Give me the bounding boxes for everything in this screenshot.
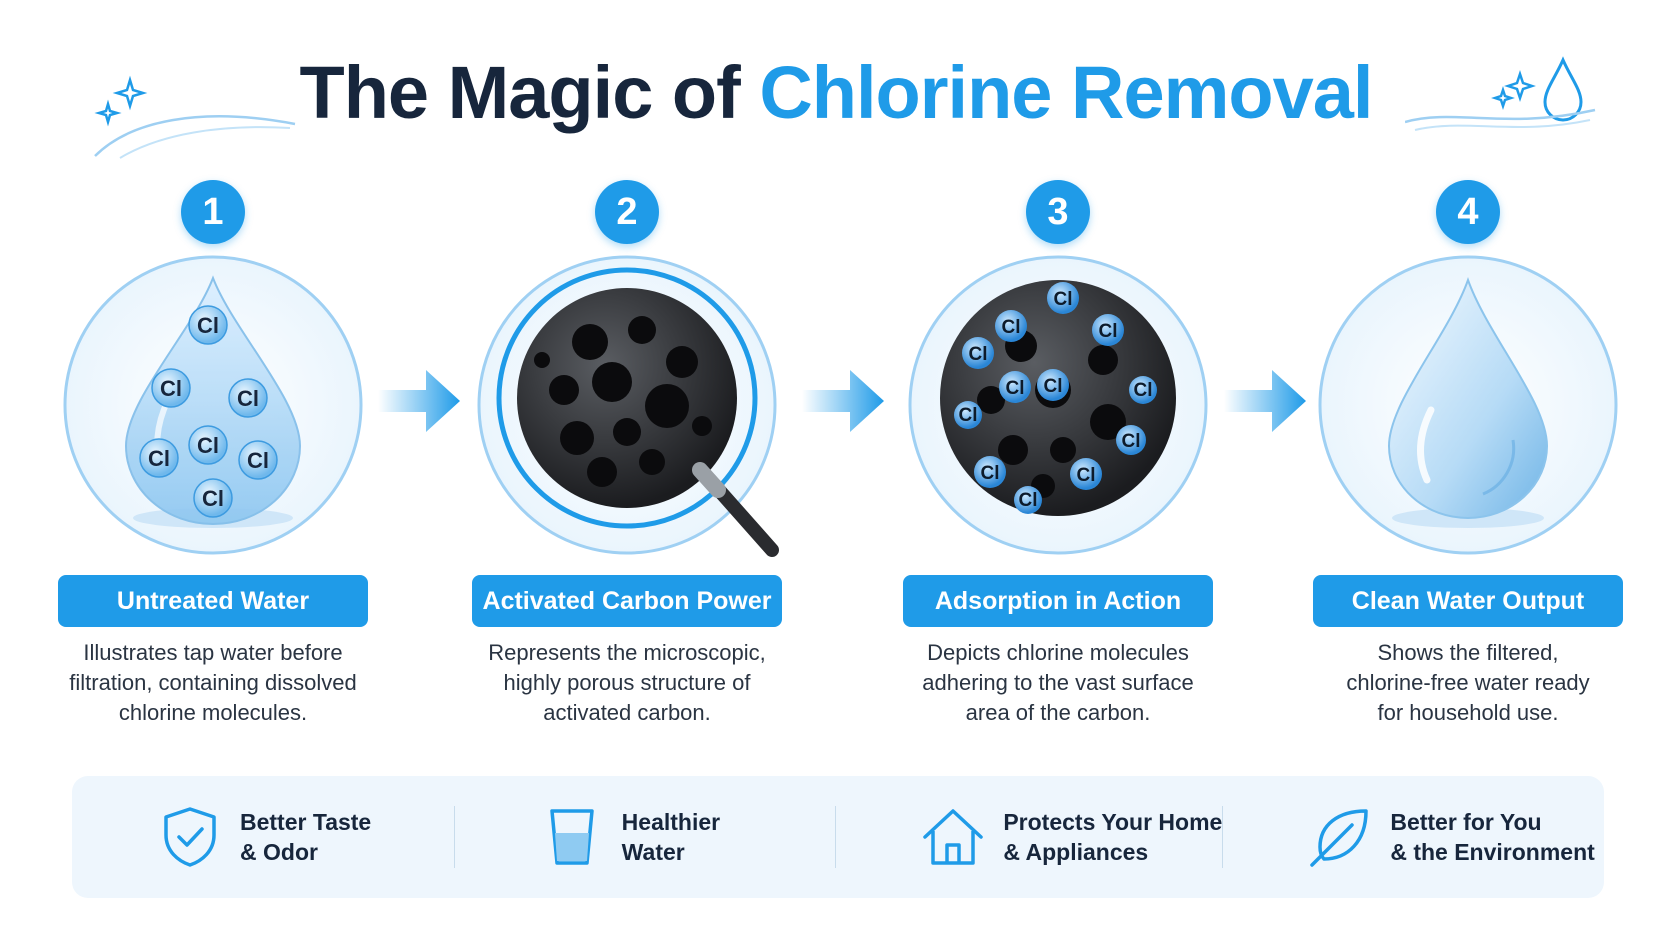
- step-description: Represents the microscopic, highly porou…: [462, 638, 792, 728]
- benefit-item: Protects Your Home & Appliances: [835, 776, 1222, 898]
- benefit-text: Healthier Water: [622, 807, 720, 867]
- step-description-line: chlorine-free water ready: [1346, 670, 1590, 695]
- step-label: Untreated Water: [58, 575, 368, 627]
- chlorine-molecule: Cl: [969, 344, 988, 365]
- title-part-2: Chlorine Removal: [759, 51, 1373, 134]
- sparkle-drop-right-icon: [1405, 56, 1596, 131]
- water-drop-with-chlorine-icon: Cl Cl Cl Cl Cl Cl Cl: [63, 255, 363, 555]
- step-description: Depicts chlorine molecules adhering to t…: [893, 638, 1223, 728]
- step-description: Shows the filtered, chlorine-free water …: [1303, 638, 1633, 728]
- benefit-line: & Appliances: [1003, 839, 1149, 865]
- step-description-line: Shows the filtered,: [1377, 640, 1559, 665]
- arrow-right-icon: [378, 370, 460, 432]
- step-number: 1: [181, 180, 245, 244]
- chlorine-molecule: Cl: [1134, 380, 1153, 401]
- chlorine-molecule: Cl: [981, 463, 1000, 484]
- chlorine-molecule: Cl: [1099, 321, 1118, 342]
- chlorine-molecule: Cl: [237, 386, 259, 411]
- page-title: The Magic of Chlorine Removal: [0, 50, 1672, 135]
- chlorine-molecule: Cl: [1002, 317, 1021, 338]
- chlorine-molecule: Cl: [1122, 431, 1141, 452]
- chlorine-molecule: Cl: [148, 446, 170, 471]
- step-3: 3 Cl Cl Cl Cl Cl Cl Cl Cl Cl Cl Cl Cl Ad…: [893, 180, 1223, 740]
- benefit-line: Water: [621, 839, 685, 865]
- shield-check-icon: [164, 807, 216, 867]
- benefit-line: Better for You: [1390, 809, 1542, 835]
- clean-water-drop-icon: [1318, 255, 1618, 555]
- chlorine-molecule: Cl: [1077, 465, 1096, 486]
- chlorine-molecule: Cl: [959, 405, 978, 426]
- step-1: 1 Cl Cl Cl Cl Cl Cl Cl Untreated Water I…: [48, 180, 378, 740]
- arrow-right-icon: [802, 370, 884, 432]
- step-description-line: highly porous structure of: [503, 670, 751, 695]
- benefit-text: Better Taste & Odor: [240, 807, 371, 867]
- chlorine-molecule: Cl: [1019, 490, 1038, 511]
- benefit-line: & Odor: [240, 839, 318, 865]
- sparkle-swoosh-left-icon: [94, 75, 296, 159]
- step-description: Illustrates tap water before filtration,…: [48, 638, 378, 728]
- chlorine-molecule: Cl: [202, 486, 224, 511]
- arrow-right-icon: [1224, 370, 1306, 432]
- chlorine-molecule: Cl: [1044, 376, 1063, 397]
- step-number: 3: [1026, 180, 1090, 244]
- step-description-line: Represents the microscopic,: [488, 640, 766, 665]
- step-label: Activated Carbon Power: [472, 575, 782, 627]
- step-description-line: Depicts chlorine molecules: [927, 640, 1189, 665]
- step-description-line: area of the carbon.: [965, 700, 1151, 725]
- step-description-line: activated carbon.: [543, 700, 711, 725]
- step-label: Adsorption in Action: [903, 575, 1213, 627]
- water-glass-icon: [549, 809, 594, 865]
- benefit-text: Better for You & the Environment: [1390, 807, 1594, 867]
- magnified-carbon-icon: [477, 255, 779, 557]
- benefit-text: Protects Your Home & Appliances: [1003, 807, 1222, 867]
- benefit-line: Protects Your Home: [1003, 809, 1223, 835]
- benefit-line: Healthier: [621, 809, 721, 835]
- chlorine-molecule: Cl: [1006, 378, 1025, 399]
- chlorine-molecule: Cl: [1054, 289, 1073, 310]
- chlorine-molecule: Cl: [197, 313, 219, 338]
- step-2: 2 Activated Carbon Power Represents the …: [462, 180, 792, 740]
- step-number: 2: [595, 180, 659, 244]
- step-description-line: filtration, containing dissolved: [69, 670, 357, 695]
- step-description-line: for household use.: [1377, 700, 1559, 725]
- chlorine-molecule: Cl: [160, 376, 182, 401]
- title-part-1: The Magic of: [299, 51, 760, 134]
- benefit-line: & the Environment: [1390, 839, 1595, 865]
- title-row: The Magic of Chlorine Removal: [0, 50, 1672, 135]
- chlorine-molecule: Cl: [197, 433, 219, 458]
- carbon-with-chlorine-icon: Cl Cl Cl Cl Cl Cl Cl Cl Cl Cl Cl Cl: [908, 255, 1208, 555]
- chlorine-molecule: Cl: [247, 448, 269, 473]
- benefit-line: Better Taste: [240, 809, 372, 835]
- step-description-line: Illustrates tap water before: [83, 640, 343, 665]
- step-description-line: chlorine molecules.: [118, 700, 308, 725]
- step-description-line: adhering to the vast surface: [922, 670, 1194, 695]
- benefit-item: Better Taste & Odor: [72, 776, 454, 898]
- step-label: Clean Water Output: [1313, 575, 1623, 627]
- benefit-item: Better for You & the Environment: [1222, 776, 1604, 898]
- benefit-item: Healthier Water: [453, 776, 836, 898]
- leaf-icon: [1310, 809, 1369, 867]
- step-4: 4 Clean Water Output Shows the filtered,…: [1303, 180, 1633, 740]
- benefits-bar: Better Taste & Odor Healthier Water Prot…: [72, 776, 1604, 898]
- house-icon: [923, 809, 984, 865]
- step-number: 4: [1436, 180, 1500, 244]
